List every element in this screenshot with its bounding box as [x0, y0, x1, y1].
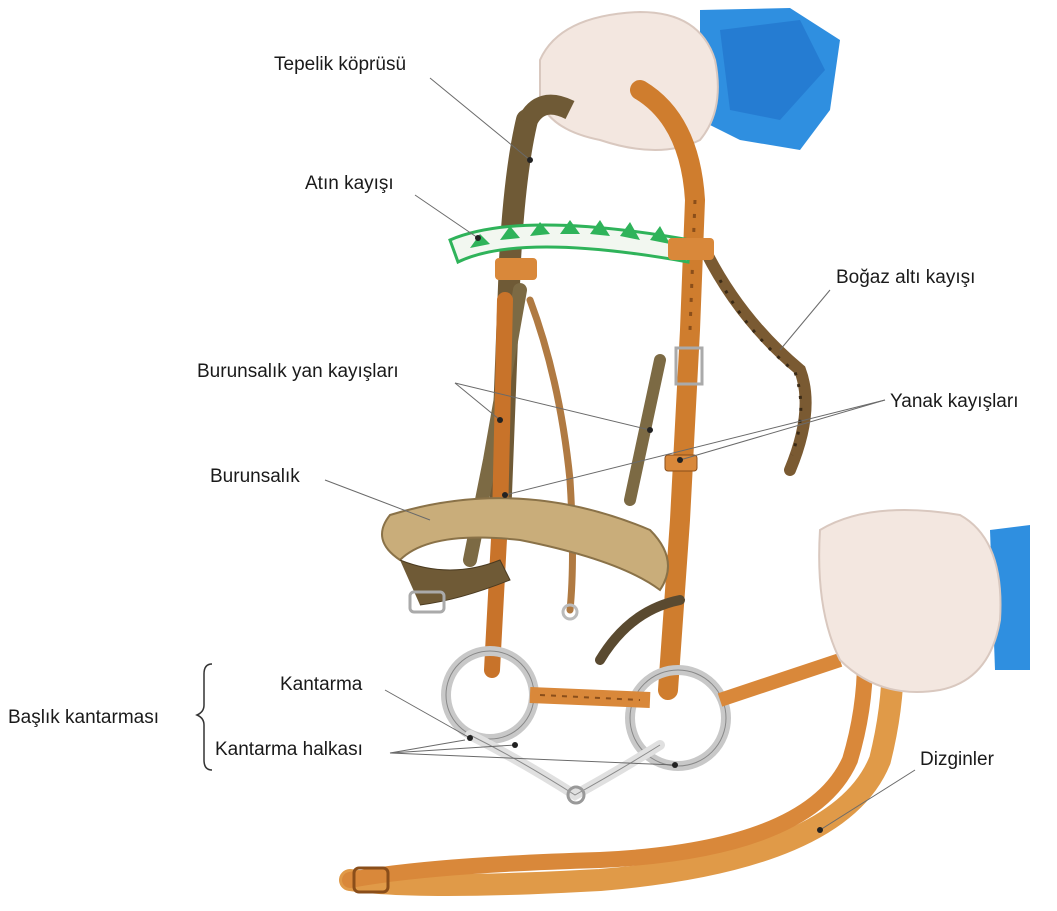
leader-bogaz — [780, 290, 830, 350]
bit-mouthpiece — [470, 735, 660, 795]
right-glove — [819, 510, 1000, 692]
label-bogaz-alti-kayisi: Boğaz altı kayışı — [836, 268, 975, 287]
browband-keeper-left — [495, 258, 537, 280]
leader-tepelik — [430, 78, 530, 160]
cheek-strap-left — [492, 300, 505, 670]
label-burunsalik-yan-kayislari: Burunsalık yan kayışları — [197, 362, 399, 381]
label-kantarma: Kantarma — [280, 675, 362, 694]
rein-top — [720, 660, 840, 700]
browband-keeper-right — [668, 238, 714, 260]
noseband-side-right — [630, 360, 660, 500]
label-atin-kayisi: Atın kayışı — [305, 174, 394, 193]
label-dizginler: Dizginler — [920, 750, 994, 769]
leader-kantarma — [385, 690, 470, 738]
leader-atin — [415, 195, 478, 238]
group-brace — [197, 664, 212, 770]
label-kantarma-halkasi: Kantarma halkası — [215, 740, 363, 759]
label-baslik-kantarmasi: Başlık kantarması — [8, 708, 159, 727]
hanging-strap — [530, 300, 573, 610]
upper-glove — [540, 12, 718, 150]
leader-lines — [325, 78, 915, 830]
label-burunsalik: Burunsalık — [210, 467, 300, 486]
label-tepelik-koprusu: Tepelik köprüsü — [274, 55, 406, 74]
leader-yanak-2 — [680, 400, 885, 460]
leader-burunsalik — [325, 480, 430, 520]
label-yanak-kayislari: Yanak kayışları — [890, 392, 1018, 411]
